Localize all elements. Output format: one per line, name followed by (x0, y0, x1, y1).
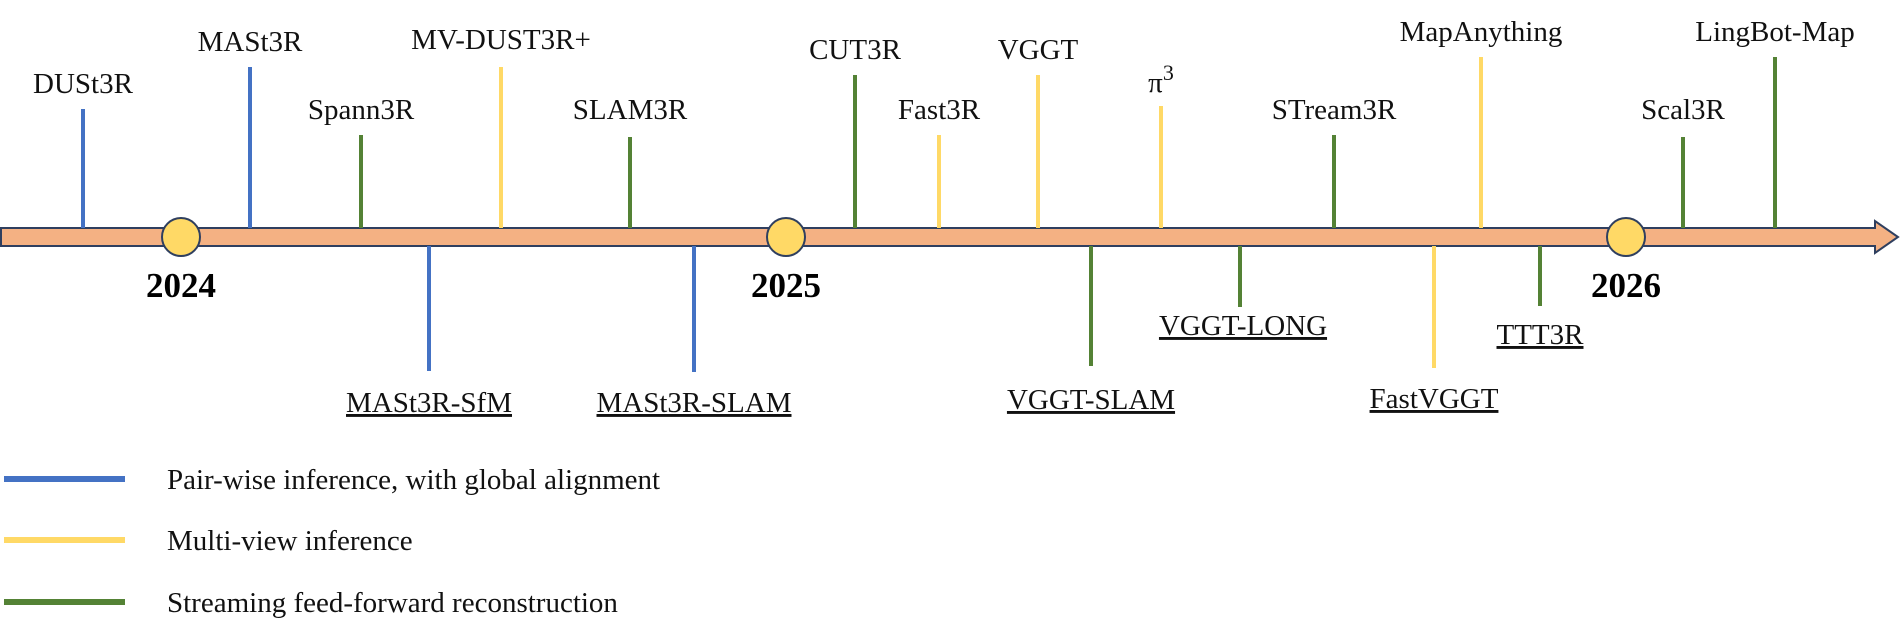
label-slam3r: SLAM3R (573, 94, 688, 126)
method-spann3r: Spann3R (308, 94, 415, 228)
legend-label-pairwise: Pair-wise inference, with global alignme… (167, 464, 660, 496)
label-scal3r-text: Scal3R (1641, 94, 1725, 126)
method-mast3r: MASt3R (198, 26, 303, 228)
year-label-2026: 2026 (1591, 266, 1661, 305)
method-vggt: VGGT (998, 34, 1079, 228)
year-marker-2024 (161, 217, 201, 257)
method-mast3r-sfm: MASt3R-SfM (346, 246, 512, 419)
label-vggt-slam-text: VGGT-SLAM (1007, 384, 1175, 416)
label-ttt3r: TTT3R (1497, 319, 1585, 351)
label-vggt: VGGT (998, 34, 1079, 66)
label-dust3r: DUSt3R (33, 68, 134, 100)
label-fast3r-text: Fast3R (898, 94, 981, 126)
label-mapanything: MapAnything (1400, 16, 1563, 48)
year-marker-2025 (766, 217, 806, 257)
label-mast3r-slam: MASt3R-SLAM (597, 387, 792, 419)
method-mv-dust3r: MV-DUST3R+ (411, 24, 591, 228)
legend-label-multiview: Multi-view inference (167, 525, 413, 557)
label-vggt-long: VGGT-LONG (1159, 310, 1327, 342)
method-ttt3r: TTT3R (1497, 246, 1585, 351)
label-dust3r-text: DUSt3R (33, 68, 134, 100)
year-2024: 2024 (146, 217, 216, 305)
label-stream3r-text: STream3R (1272, 94, 1397, 126)
timeline-arrow (0, 219, 1900, 255)
label-lingbot-map-text: LingBot-Map (1695, 16, 1855, 48)
label-pi3-text: π (1148, 67, 1163, 99)
label-spann3r-text: Spann3R (308, 94, 415, 126)
label-cut3r: CUT3R (809, 34, 902, 66)
label-fastvggt-text: FastVGGT (1370, 383, 1499, 415)
label-mast3r-sfm: MASt3R-SfM (346, 387, 512, 419)
label-mapanything-text: MapAnything (1400, 16, 1563, 48)
label-slam3r-text: SLAM3R (573, 94, 688, 126)
year-label-2024: 2024 (146, 266, 216, 305)
method-vggt-long: VGGT-LONG (1159, 246, 1327, 342)
legend-label-streaming: Streaming feed-forward reconstruction (167, 587, 618, 619)
label-scal3r: Scal3R (1641, 94, 1725, 126)
label-mv-dust3r-text: MV-DUST3R+ (411, 24, 591, 56)
label-pi3: π3 (1148, 60, 1174, 99)
year-2025: 2025 (751, 217, 821, 305)
legend-item-multiview: Multi-view inference (4, 525, 413, 557)
method-vggt-slam: VGGT-SLAM (1007, 246, 1175, 416)
method-lingbot-map: LingBot-Map (1695, 16, 1855, 228)
year-label-2025: 2025 (751, 266, 821, 305)
label-ttt3r-text: TTT3R (1497, 319, 1585, 351)
label-mast3r-slam-text: MASt3R-SLAM (597, 387, 792, 419)
label-mast3r-sfm-text: MASt3R-SfM (346, 387, 512, 419)
legend-item-streaming: Streaming feed-forward reconstruction (4, 587, 618, 619)
year-marker-2026 (1606, 217, 1646, 257)
label-mv-dust3r: MV-DUST3R+ (411, 24, 591, 56)
label-vggt-text: VGGT (998, 34, 1079, 66)
label-cut3r-text: CUT3R (809, 34, 902, 66)
method-scal3r: Scal3R (1641, 94, 1726, 228)
method-pi3: π3 (1148, 60, 1174, 228)
legend-item-pairwise: Pair-wise inference, with global alignme… (4, 464, 660, 496)
label-vggt-long-text: VGGT-LONG (1159, 310, 1327, 342)
method-fastvggt: FastVGGT (1370, 246, 1499, 415)
label-fastvggt: FastVGGT (1370, 383, 1499, 415)
method-dust3r: DUSt3R (33, 68, 134, 228)
label-pi3-superscript: 3 (1163, 60, 1174, 85)
method-stream3r: STream3R (1272, 94, 1397, 228)
timeline-axis (0, 219, 1900, 255)
label-mast3r-text: MASt3R (198, 26, 303, 58)
label-stream3r: STream3R (1272, 94, 1397, 126)
label-mast3r: MASt3R (198, 26, 303, 58)
label-spann3r: Spann3R (308, 94, 415, 126)
label-fast3r: Fast3R (898, 94, 981, 126)
year-2026: 2026 (1591, 217, 1661, 305)
label-vggt-slam: VGGT-SLAM (1007, 384, 1175, 416)
method-cut3r: CUT3R (809, 34, 902, 228)
label-lingbot-map: LingBot-Map (1695, 16, 1855, 48)
method-fast3r: Fast3R (898, 94, 981, 228)
legend: Pair-wise inference, with global alignme… (4, 464, 660, 619)
method-slam3r: SLAM3R (573, 94, 688, 228)
method-mapanything: MapAnything (1400, 16, 1563, 228)
method-mast3r-slam: MASt3R-SLAM (597, 246, 792, 419)
